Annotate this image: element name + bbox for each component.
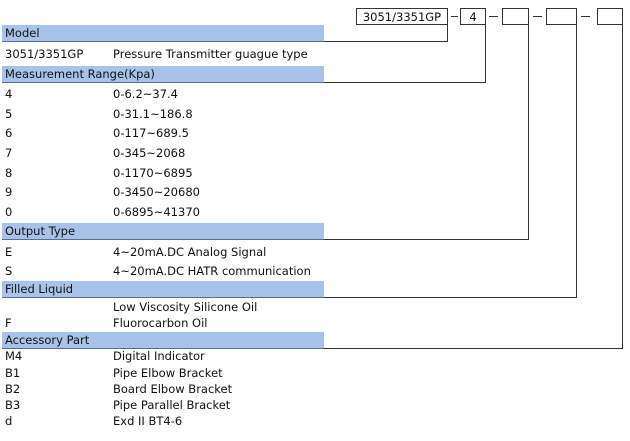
- row-desc: Low Viscosity Silicone Oil: [113, 300, 258, 314]
- section-title: Accessory Part: [5, 333, 90, 347]
- connector-range: [485, 24, 486, 83]
- row-code: B1: [5, 366, 21, 380]
- row-code: E: [5, 245, 13, 259]
- connector-accessory-h: [324, 348, 623, 349]
- row-code: F: [5, 316, 12, 330]
- range-code-text: 4: [469, 10, 477, 24]
- row-desc: Exd II BT4-6: [113, 414, 183, 428]
- code-separator: [489, 16, 498, 17]
- model-code-text: 3051/3351GP: [362, 10, 442, 24]
- code-separator: [533, 16, 542, 17]
- row-desc: Fluorocarbon Oil: [113, 316, 208, 330]
- row-code: 6: [5, 126, 13, 140]
- row-code: 0: [5, 205, 13, 219]
- connector-output: [528, 24, 529, 240]
- row-desc: 0-6895~41370: [113, 205, 200, 219]
- row-code: 9: [5, 185, 13, 199]
- section-title: Output Type: [5, 224, 76, 238]
- row-code: B2: [5, 382, 21, 396]
- accessory-code-box: [597, 8, 623, 25]
- connector-range-h: [324, 82, 486, 83]
- row-code: B3: [5, 398, 21, 412]
- row-code: M4: [5, 349, 23, 363]
- section-header-accessory: Accessory Part: [2, 332, 324, 349]
- row-code: 4: [5, 87, 13, 101]
- range-code-box: 4: [460, 8, 486, 25]
- row-code: 8: [5, 166, 13, 180]
- connector-model-h: [324, 41, 448, 42]
- section-title: Model: [5, 26, 40, 40]
- row-code: 5: [5, 107, 13, 121]
- row-code: 7: [5, 146, 13, 160]
- section-title: Filled Liquid: [5, 282, 74, 296]
- output-code-box: [502, 8, 529, 25]
- model-code-box: 3051/3351GP: [356, 8, 448, 25]
- row-desc: 0-1170~6895: [113, 166, 193, 180]
- section-header-liquid: Filled Liquid: [2, 281, 324, 298]
- row-code: d: [5, 414, 13, 428]
- row-desc: Pressure Transmitter guague type: [113, 47, 308, 61]
- row-desc: Pipe Parallel Bracket: [113, 398, 231, 412]
- row-desc: 0-345~2068: [113, 146, 186, 160]
- row-desc: Pipe Elbow Bracket: [113, 366, 223, 380]
- row-desc: 0-117~689.5: [113, 126, 189, 140]
- row-desc: 0-6.2~37.4: [113, 87, 178, 101]
- connector-liquid-h: [324, 297, 577, 298]
- connector-output-h: [324, 239, 529, 240]
- row-desc: Digital Indicator: [113, 349, 205, 363]
- connector-liquid: [576, 24, 577, 298]
- liquid-code-box: [546, 8, 577, 25]
- section-header-output: Output Type: [2, 223, 324, 240]
- row-desc: 4~20mA.DC Analog Signal: [113, 245, 267, 259]
- section-title: Measurement Range(Kpa): [5, 67, 155, 81]
- connector-accessory: [622, 24, 623, 349]
- row-desc: 0-3450~20680: [113, 185, 200, 199]
- row-code: 3051/3351GP: [5, 47, 84, 61]
- section-header-model: Model: [2, 25, 324, 42]
- section-header-range: Measurement Range(Kpa): [2, 66, 324, 83]
- code-separator: [581, 16, 590, 17]
- code-separator: [451, 16, 458, 17]
- row-desc: Board Elbow Bracket: [113, 382, 233, 396]
- connector-model: [447, 24, 448, 42]
- row-code: S: [5, 264, 13, 278]
- row-desc: 0-31.1~186.8: [113, 107, 193, 121]
- row-desc: 4~20mA.DC HATR communication: [113, 264, 311, 278]
